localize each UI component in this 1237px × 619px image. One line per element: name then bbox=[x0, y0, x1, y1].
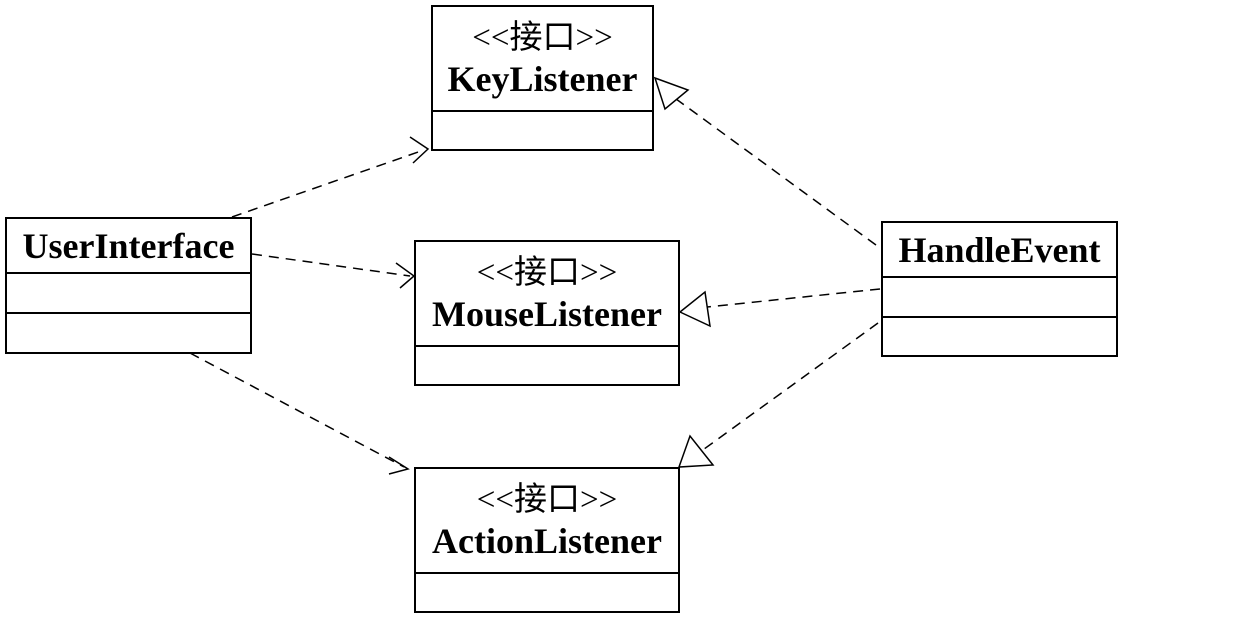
class-box-handleevent[interactable]: HandleEvent bbox=[881, 221, 1118, 357]
open-arrowhead-keylistener bbox=[409, 136, 430, 164]
realization-triangle-keylistener bbox=[653, 76, 690, 111]
class-box-mouselistener[interactable]: <<接口>> MouseListener bbox=[414, 240, 680, 386]
stereotype-label: <<接口>> bbox=[476, 254, 618, 291]
class-header-handleevent: HandleEvent bbox=[883, 223, 1116, 278]
dependency-line-userinterface-actionlistener bbox=[189, 352, 405, 468]
realization-line-handleevent-actionlistener bbox=[699, 322, 879, 453]
class-header-mouselistener: <<接口>> MouseListener bbox=[416, 242, 678, 347]
class-header-keylistener: <<接口>> KeyListener bbox=[433, 7, 652, 112]
stereotype-label: <<接口>> bbox=[476, 481, 618, 518]
class-name-keylistener: KeyListener bbox=[447, 58, 638, 99]
dependency-line-userinterface-mouselistener bbox=[251, 253, 411, 277]
class-compartment bbox=[433, 112, 652, 149]
class-box-actionlistener[interactable]: <<接口>> ActionListener bbox=[414, 467, 680, 613]
class-operations-compartment bbox=[7, 312, 250, 352]
class-name-mouselistener: MouseListener bbox=[432, 293, 662, 334]
class-header-userinterface: UserInterface bbox=[7, 219, 250, 274]
realization-line-handleevent-keylistener bbox=[671, 95, 877, 246]
class-box-userinterface[interactable]: UserInterface bbox=[5, 217, 252, 354]
open-arrowhead-actionlistener bbox=[388, 456, 410, 475]
realization-triangle-actionlistener bbox=[677, 434, 715, 468]
class-operations-compartment bbox=[883, 315, 1116, 356]
class-compartment bbox=[416, 347, 678, 384]
class-attributes-compartment bbox=[7, 274, 250, 312]
realization-line-handleevent-mouselistener bbox=[706, 288, 881, 308]
class-attributes-compartment bbox=[883, 278, 1116, 316]
stereotype-label: <<接口>> bbox=[472, 19, 613, 56]
class-compartment bbox=[416, 574, 678, 611]
class-name-actionlistener: ActionListener bbox=[432, 520, 662, 561]
class-name-userinterface: UserInterface bbox=[22, 225, 235, 266]
realization-triangle-mouselistener bbox=[678, 290, 711, 328]
dependency-line-userinterface-keylistener bbox=[231, 149, 425, 218]
class-header-actionlistener: <<接口>> ActionListener bbox=[416, 469, 678, 574]
class-box-keylistener[interactable]: <<接口>> KeyListener bbox=[431, 5, 654, 151]
class-name-handleevent: HandleEvent bbox=[898, 229, 1101, 270]
